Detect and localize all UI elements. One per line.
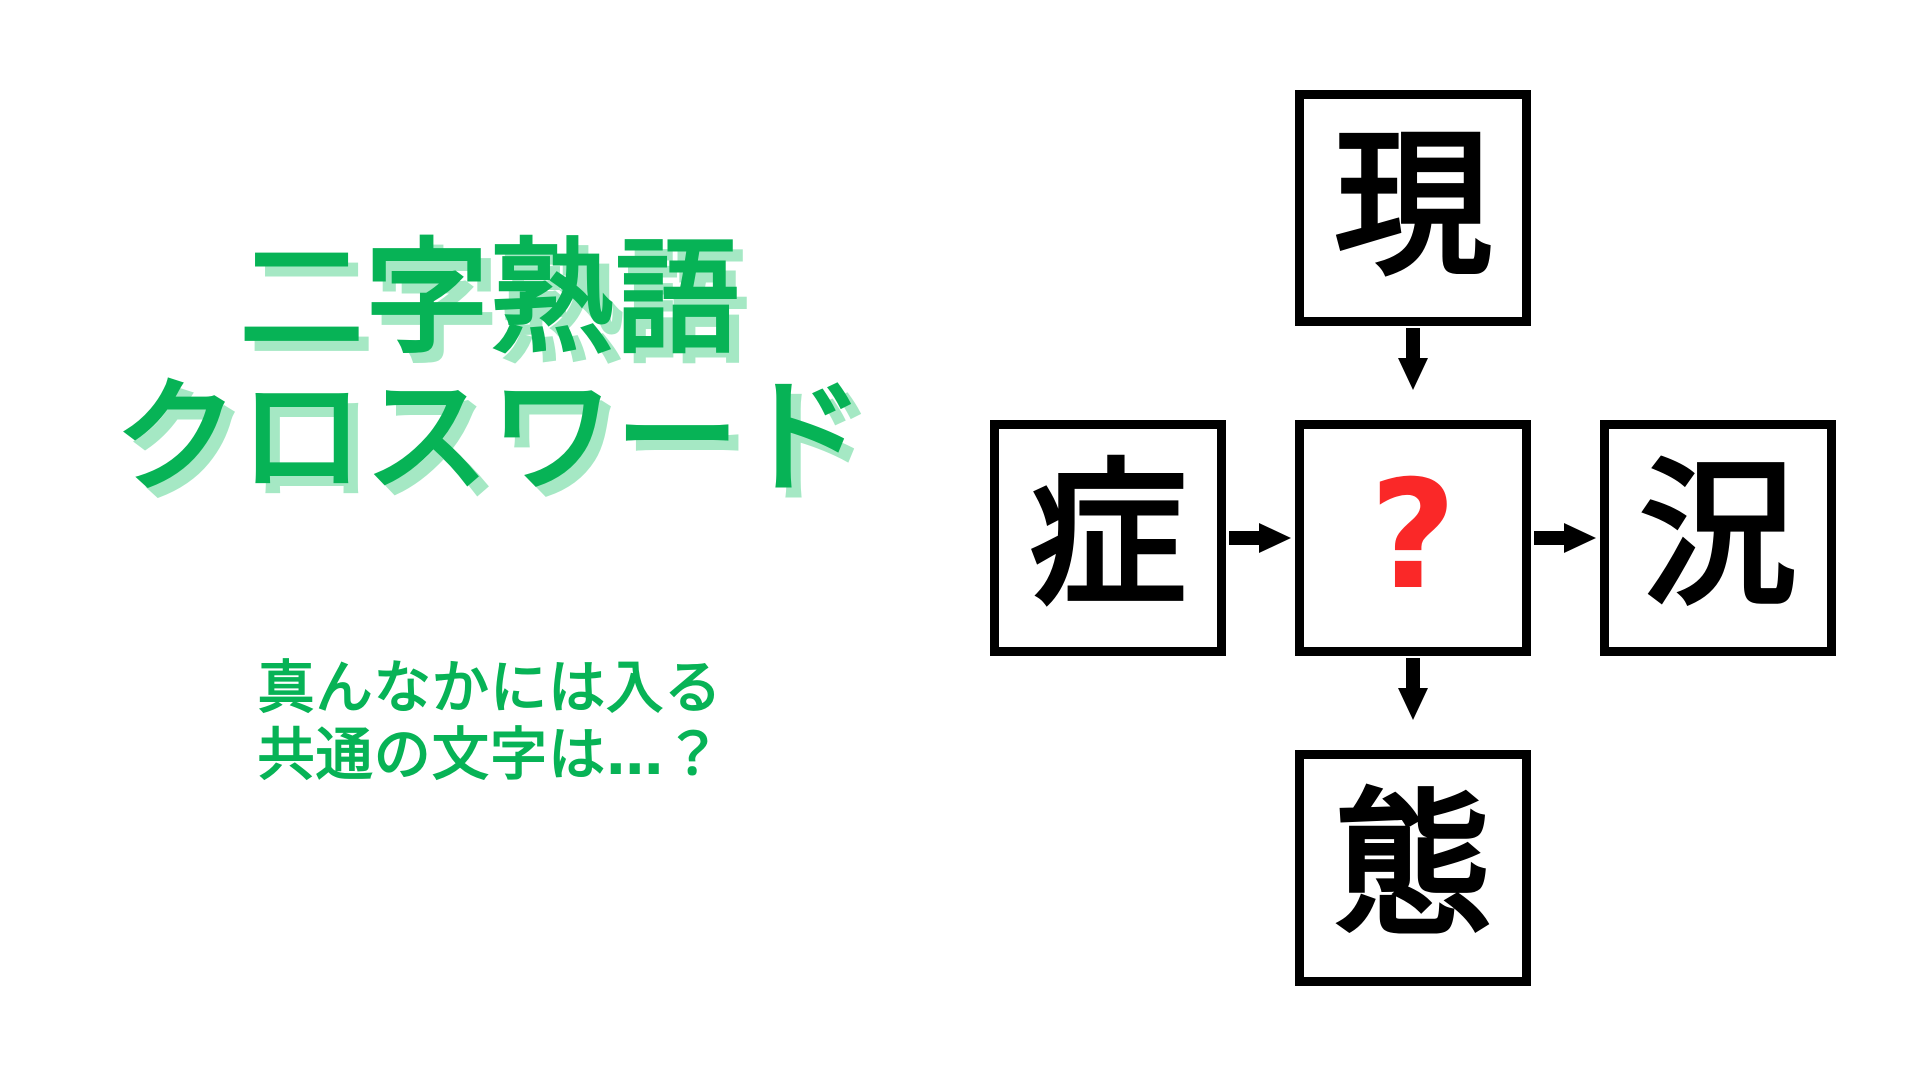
cell-bottom: 態 (1295, 750, 1531, 986)
arrow-down-icon-center-to-bottom (1398, 658, 1428, 722)
arrow-right-icon-center-to-right (1534, 523, 1598, 553)
title-block: 二字熟語 クロスワード (0, 230, 980, 508)
arrow-shaft (1534, 531, 1570, 545)
subtitle-line-2: 共通の文字は…？ (257, 722, 723, 789)
answer-question-mark: ? (1369, 449, 1457, 623)
arrow-head (1564, 523, 1596, 553)
arrow-head (1398, 688, 1428, 720)
cell-right-kanji: 況 (1639, 444, 1797, 628)
subtitle-block: 真んなかには入る 共通の文字は…？ (0, 655, 980, 790)
cell-bottom-kanji: 態 (1334, 774, 1492, 958)
subtitle-line-1: 真んなかには入る (257, 655, 723, 721)
arrow-head (1398, 358, 1428, 390)
cell-top-kanji: 現 (1334, 114, 1492, 298)
title-line-1: 二字熟語 (239, 227, 741, 371)
cell-left: 症 (990, 420, 1226, 656)
title-line-2: クロスワード (114, 365, 866, 510)
arrow-shaft (1406, 328, 1420, 364)
crossword-diagram: 現 症 ? 況 態 (980, 0, 1920, 1080)
arrow-shaft (1229, 531, 1265, 545)
arrow-shaft (1406, 658, 1420, 694)
arrow-down-icon-top-to-center (1398, 328, 1428, 392)
cell-top: 現 (1295, 90, 1531, 326)
arrow-head (1259, 523, 1291, 553)
cell-center-answer[interactable]: ? (1295, 420, 1531, 656)
cell-left-kanji: 症 (1029, 444, 1187, 628)
cell-right: 況 (1600, 420, 1836, 656)
arrow-right-icon-left-to-center (1229, 523, 1293, 553)
